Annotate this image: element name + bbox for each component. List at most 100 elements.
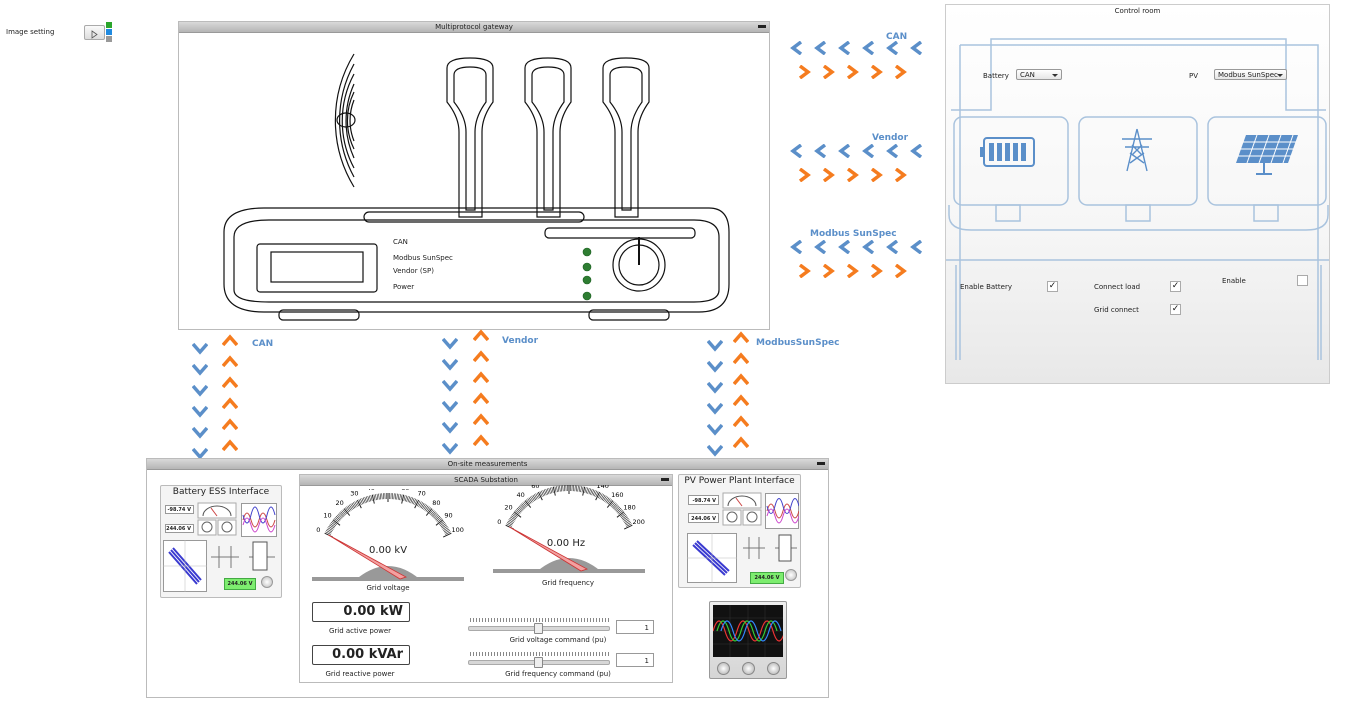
- scada-minimize-button[interactable]: [661, 478, 669, 481]
- pv-protocol-label: PV: [1189, 72, 1199, 80]
- battery-ess-iv-plot: [163, 540, 207, 592]
- grid-connect-label: Grid connect: [1094, 306, 1139, 314]
- gauge-tick-label: 100: [451, 526, 463, 534]
- battery-protocol-select[interactable]: CAN: [1016, 69, 1062, 80]
- scope-knob-3[interactable]: [767, 662, 780, 675]
- chevron-left-icon: [886, 143, 899, 159]
- pv-protocol-value: Modbus SunSpec: [1218, 71, 1278, 79]
- chevron-left-icon: [790, 40, 803, 56]
- control-room-title: Control room: [1114, 7, 1161, 15]
- chevron-up-icon: [732, 394, 750, 407]
- led-label-vendor: Vendor (SP): [393, 267, 434, 275]
- pv-plant-readout-2: 244.06 V: [688, 513, 719, 523]
- frequency-command-slider-thumb[interactable]: [534, 657, 543, 668]
- gauge-tick-label: 60: [401, 489, 409, 492]
- gateway-minimize-button[interactable]: [758, 25, 766, 28]
- gauge-tick-label: 70: [418, 490, 426, 498]
- chevron-up-icon: [732, 436, 750, 449]
- battery-ess-circuit: [211, 541, 275, 571]
- chevron-down-icon: [1052, 74, 1058, 77]
- chevron-down-icon: [706, 339, 724, 352]
- enable-battery-checkbox[interactable]: ✓: [1047, 281, 1058, 292]
- chevron-left-icon: [910, 239, 923, 255]
- voltage-command-input[interactable]: 1: [616, 620, 654, 634]
- chevron-right-icon: [870, 64, 883, 80]
- chevron-down-icon: [191, 342, 209, 355]
- image-setting-play-button[interactable]: [84, 25, 105, 40]
- battery-ess-knob[interactable]: [261, 576, 273, 588]
- gauge-tick-label: 10: [323, 511, 331, 519]
- battery-ess-waveform: [241, 503, 277, 537]
- gauge-tick-label: 160: [611, 491, 623, 499]
- chevron-down-icon: [441, 358, 459, 371]
- chevron-up-icon: [221, 334, 239, 347]
- chevron-right-icon: [822, 167, 835, 183]
- chevron-up-icon: [221, 418, 239, 431]
- chevron-down-icon: [191, 363, 209, 376]
- chevron-right-icon: [798, 64, 811, 80]
- link-label-right-2: Modbus SunSpec: [810, 229, 897, 239]
- pv-protocol-select[interactable]: Modbus SunSpec: [1214, 69, 1287, 80]
- grid-connect-checkbox[interactable]: ✓: [1170, 304, 1181, 315]
- pv-plant-mini-gauges: [722, 492, 762, 526]
- chevron-right-icon: [846, 167, 859, 183]
- frequency-gauge-label: Grid frequency: [541, 579, 595, 587]
- gauge-tick-label: 0: [497, 518, 501, 526]
- link-label-down-2: ModbusSunSpec: [756, 338, 840, 348]
- chevron-right-icon: [846, 263, 859, 279]
- chevron-left-icon: [790, 143, 803, 159]
- chevron-right-icon: [894, 64, 907, 80]
- led-label-can: CAN: [393, 238, 408, 246]
- link-label-right-1: Vendor: [872, 133, 909, 143]
- control-room-panel: Control room Battery CAN: [945, 4, 1330, 384]
- voltage-command-slider-thumb[interactable]: [534, 623, 543, 634]
- pv-plant-circuit: [743, 534, 797, 562]
- chevron-up-icon: [732, 331, 750, 344]
- gauge-tick-label: 20: [336, 499, 344, 507]
- battery-icon: [980, 137, 1035, 167]
- scope-knob-2[interactable]: [742, 662, 755, 675]
- gauge-tick-label: 0: [316, 526, 320, 534]
- frequency-command-label: Grid frequency command (pu): [505, 670, 611, 678]
- led-label-modbus: Modbus SunSpec: [393, 254, 453, 262]
- chevron-left-icon: [790, 239, 803, 255]
- battery-ess-mini-gauges: [197, 502, 237, 536]
- chevron-left-icon: [814, 239, 827, 255]
- chevron-down-icon: [1277, 74, 1283, 77]
- chevron-down-icon: [706, 423, 724, 436]
- chevron-right-icon: [870, 167, 883, 183]
- chevron-down-icon: [191, 447, 209, 460]
- gauge-tick-label: 50: [384, 489, 392, 490]
- control-room-backdrop: [946, 38, 1329, 360]
- frequency-gauge-value: 0.00 Hz: [546, 538, 586, 549]
- gauge-tick-label: 140: [596, 485, 608, 490]
- chevron-up-icon: [221, 439, 239, 452]
- gauge-tick-label: 80: [432, 499, 440, 507]
- frequency-command-input[interactable]: 1: [616, 653, 654, 667]
- oscilloscope[interactable]: [709, 601, 787, 679]
- battery-ess-card[interactable]: Battery ESS Interface -98.74 V 244.06 V …: [160, 485, 282, 598]
- active-power-label: Grid active power: [328, 627, 392, 635]
- chevron-down-icon: [706, 381, 724, 394]
- battery-protocol-value: CAN: [1020, 71, 1035, 79]
- enable-checkbox[interactable]: [1297, 275, 1308, 286]
- connect-load-checkbox[interactable]: ✓: [1170, 281, 1181, 292]
- gauge-tick-label: 30: [350, 490, 358, 498]
- gateway-title: Multiprotocol gateway: [179, 22, 769, 33]
- power-tower-icon: [1122, 128, 1152, 172]
- chevron-down-icon: [191, 405, 209, 418]
- chevron-left-icon: [838, 143, 851, 159]
- pv-plant-knob[interactable]: [785, 569, 797, 581]
- chevron-up-icon: [472, 413, 490, 426]
- pv-plant-card[interactable]: PV Power Plant Interface -98.74 V 244.06…: [678, 474, 801, 588]
- chevron-down-icon: [441, 337, 459, 350]
- onsite-minimize-button[interactable]: [817, 462, 825, 465]
- chevron-left-icon: [838, 40, 851, 56]
- scada-panel: SCADA Substation 0102030405060708090100 …: [299, 474, 673, 683]
- chevron-right-icon: [894, 263, 907, 279]
- led-label-power: Power: [393, 283, 415, 291]
- pv-plant-iv-plot: [687, 533, 737, 583]
- battery-ess-readout-2: 244.06 V: [165, 524, 194, 533]
- chevron-down-icon: [706, 360, 724, 373]
- scope-knob-1[interactable]: [717, 662, 730, 675]
